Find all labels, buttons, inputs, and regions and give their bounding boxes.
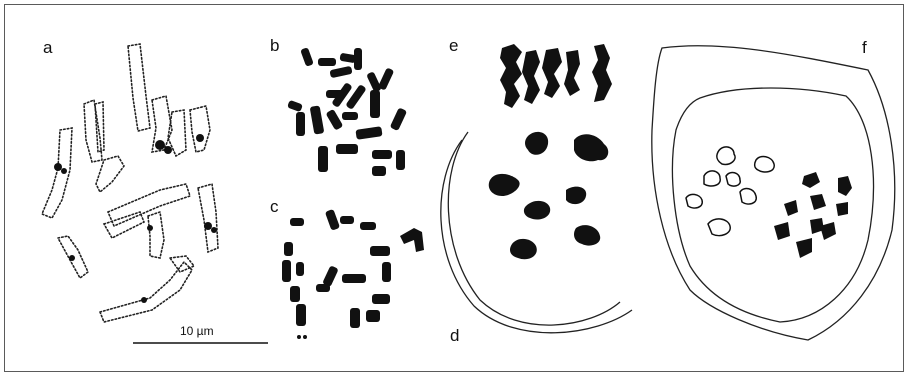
chromosome xyxy=(382,262,391,282)
panel-d-cell-wall xyxy=(441,132,632,333)
chromosome-blob xyxy=(525,132,548,155)
chromosome-outline xyxy=(190,106,210,152)
chromosome xyxy=(784,200,798,216)
chromosome xyxy=(366,71,382,93)
chromosome xyxy=(300,47,314,67)
chromosome xyxy=(390,107,407,131)
chromosome-blob xyxy=(566,187,586,204)
chromosome xyxy=(360,222,376,230)
chromosome xyxy=(796,238,812,258)
chromosome xyxy=(838,176,852,196)
chromosome-outline xyxy=(42,128,72,218)
chromosome xyxy=(378,67,395,90)
chromosome-outline xyxy=(686,194,702,208)
chromosome xyxy=(336,144,358,154)
chromosome xyxy=(340,216,354,224)
chromosome xyxy=(296,304,306,326)
chromosome-outline xyxy=(726,173,740,187)
chromosome xyxy=(282,260,291,282)
panel-c-chromosomes xyxy=(282,209,424,339)
chromosome xyxy=(296,112,305,136)
chromosome-outline xyxy=(148,212,164,258)
chromosome xyxy=(350,308,360,328)
panel-b-chromosomes xyxy=(287,47,407,176)
panel-e-chromosomes xyxy=(489,44,612,259)
chromosome xyxy=(354,48,362,70)
panel-label-b: b xyxy=(270,37,279,54)
chromosome-outline xyxy=(108,184,190,226)
panel-f-chromosomes-solid xyxy=(774,172,852,258)
chromosome-outline xyxy=(740,189,756,204)
chromosome xyxy=(318,146,328,172)
chromosome xyxy=(284,242,293,256)
chromosome-outline xyxy=(95,102,104,152)
chromosome xyxy=(342,112,358,120)
chromosome xyxy=(290,218,304,226)
panel-label-c: c xyxy=(270,198,279,215)
chromosome-group xyxy=(522,50,540,104)
panel-label-d: d xyxy=(450,327,459,344)
panel-label-e: e xyxy=(449,37,458,54)
chromosome-outline xyxy=(704,171,720,186)
panel-f-cell xyxy=(652,46,895,340)
chromosome xyxy=(802,172,820,188)
chromosome xyxy=(326,90,344,98)
chromosome-outline xyxy=(170,256,194,272)
chromosome xyxy=(372,166,386,176)
chromosome xyxy=(372,150,392,159)
chromosome-outline xyxy=(708,219,730,236)
chromosome-group xyxy=(564,50,580,96)
chromosome xyxy=(372,294,390,304)
chromosome-outline xyxy=(84,100,102,162)
chromosome-blob xyxy=(510,239,537,259)
chromosome xyxy=(810,194,826,210)
chromosome-outline xyxy=(100,262,192,322)
cell-wall-outer xyxy=(652,46,895,340)
chromosome-outline xyxy=(128,44,150,131)
panel-label-f: f xyxy=(862,39,867,56)
chromosome xyxy=(322,265,339,287)
panel-a-centromeres xyxy=(54,134,217,303)
chromosome xyxy=(316,284,330,292)
chromosome-outline xyxy=(717,147,735,164)
chromosome-outline xyxy=(198,184,218,252)
chromosome xyxy=(396,150,405,170)
chromosome xyxy=(325,209,340,231)
chromosome xyxy=(329,66,352,78)
chromosome xyxy=(310,105,325,134)
chromosome xyxy=(370,246,390,256)
panel-f-chromosomes-outlined xyxy=(686,147,774,236)
chromosome xyxy=(290,286,300,302)
chromosome xyxy=(836,202,848,216)
chromosome xyxy=(774,222,790,240)
chromosome-group xyxy=(592,44,612,102)
chromosome xyxy=(318,58,336,66)
chromosome-blob xyxy=(524,201,550,220)
chromosome-blob xyxy=(574,225,600,245)
chromosome-blob xyxy=(574,134,608,161)
scale-bar-label: 10 µm xyxy=(180,325,214,337)
chromosome xyxy=(366,310,380,322)
chromosome xyxy=(342,274,366,283)
chromosome xyxy=(296,262,304,276)
chromosome xyxy=(370,90,380,118)
panel-a-chromosomes xyxy=(42,44,218,322)
chromosome-blob xyxy=(489,174,520,196)
panel-label-a: a xyxy=(43,39,52,56)
chromosome xyxy=(287,100,303,112)
chromosome-outline xyxy=(755,157,775,172)
chromosome xyxy=(400,228,424,252)
chromosome xyxy=(355,126,382,140)
chromosome-group xyxy=(500,44,522,108)
chromosome-group xyxy=(542,48,562,98)
chromosome-outline xyxy=(96,156,124,192)
chromosome xyxy=(326,109,344,131)
